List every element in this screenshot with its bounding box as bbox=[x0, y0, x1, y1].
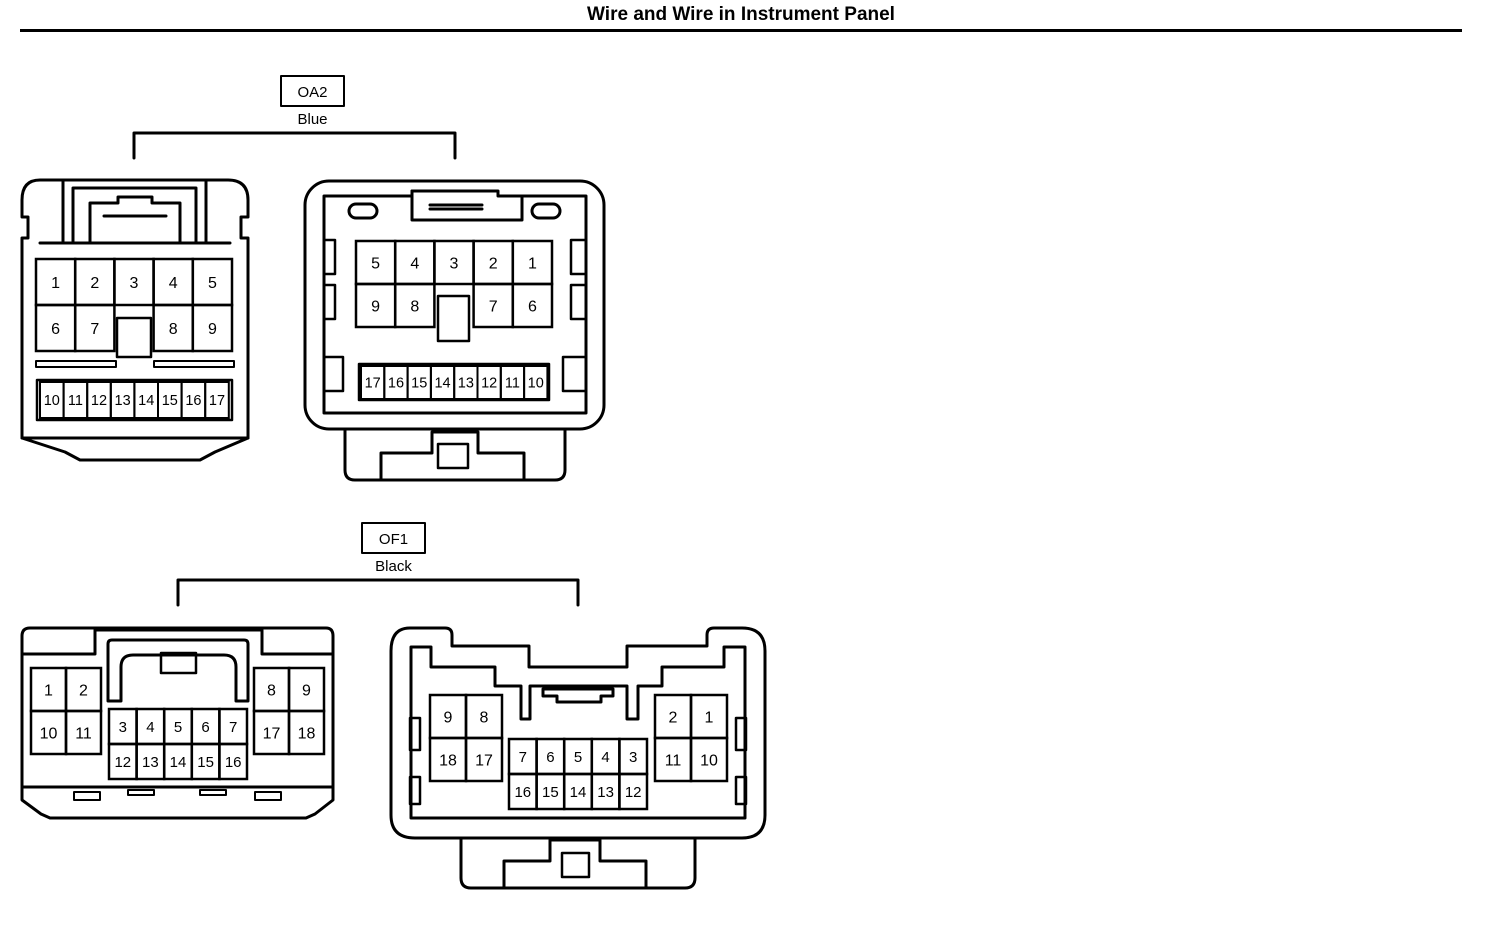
pin-number: 3 bbox=[629, 749, 637, 766]
pin-number: 1 bbox=[528, 255, 537, 272]
pin-number: 11 bbox=[75, 725, 92, 742]
connector-bracket bbox=[132, 131, 457, 160]
connector-code-box bbox=[361, 522, 426, 554]
pin-number: 3 bbox=[119, 719, 127, 736]
pin-number: 6 bbox=[201, 719, 209, 736]
pin-number: 10 bbox=[528, 376, 544, 392]
pin-number: 13 bbox=[597, 784, 614, 801]
pin-number: 7 bbox=[229, 719, 237, 736]
pin-number: 7 bbox=[489, 298, 498, 315]
pin-number: 10 bbox=[700, 752, 718, 769]
pin-number: 12 bbox=[91, 393, 107, 409]
pin-number: 6 bbox=[546, 749, 554, 766]
pin-number: 2 bbox=[90, 275, 99, 292]
pin-cell bbox=[523, 365, 549, 400]
pin-number: 17 bbox=[263, 725, 281, 742]
pin-number: 10 bbox=[40, 725, 58, 742]
pin-number: 9 bbox=[302, 682, 311, 699]
pin-number: 10 bbox=[44, 393, 60, 409]
connector-male-OF1 bbox=[20, 626, 335, 820]
pin-number: 1 bbox=[705, 709, 714, 726]
pin-number: 15 bbox=[162, 393, 178, 409]
pin-number: 8 bbox=[169, 321, 178, 338]
connector-female-OF1 bbox=[389, 626, 767, 890]
page-title: Wire and Wire in Instrument Panel bbox=[587, 4, 895, 25]
connector-bracket bbox=[176, 578, 580, 607]
connector-color: Black bbox=[375, 558, 412, 575]
pin-number: 12 bbox=[625, 784, 642, 801]
pin-cell bbox=[204, 381, 230, 419]
pin-number: 15 bbox=[411, 376, 427, 392]
pin-number: 16 bbox=[388, 376, 404, 392]
pin-number: 11 bbox=[68, 393, 83, 409]
pin-number: 16 bbox=[185, 393, 201, 409]
pin-cell bbox=[689, 736, 729, 783]
pin-number: 2 bbox=[79, 682, 88, 699]
pin-number: 14 bbox=[138, 393, 154, 409]
pin-number: 4 bbox=[169, 275, 178, 292]
connector-color: Blue bbox=[297, 111, 327, 128]
pin-number: 5 bbox=[371, 255, 380, 272]
pin-number: 14 bbox=[570, 784, 587, 801]
pin-number: 4 bbox=[410, 255, 419, 272]
pin-number: 13 bbox=[142, 754, 159, 771]
pin-cell bbox=[64, 709, 103, 756]
pin-cell bbox=[287, 709, 326, 756]
pin-number: 5 bbox=[574, 749, 582, 766]
pin-number: 3 bbox=[450, 255, 459, 272]
connector-female-OA2 bbox=[303, 179, 606, 482]
pin-cell bbox=[511, 282, 554, 329]
pin-number: 5 bbox=[174, 719, 182, 736]
pin-number: 6 bbox=[51, 321, 60, 338]
pin-number: 16 bbox=[514, 784, 531, 801]
pin-number: 12 bbox=[481, 376, 497, 392]
pin-number: 17 bbox=[475, 752, 493, 769]
pin-cell bbox=[464, 736, 504, 783]
pin-number: 17 bbox=[365, 376, 381, 392]
connector-male-OA2 bbox=[20, 178, 250, 462]
pin-cell bbox=[618, 772, 649, 811]
pin-cell bbox=[393, 282, 436, 329]
pin-number: 8 bbox=[267, 682, 276, 699]
pin-number: 13 bbox=[458, 376, 474, 392]
pin-number: 15 bbox=[542, 784, 559, 801]
pin-number: 4 bbox=[146, 719, 154, 736]
pin-number: 2 bbox=[489, 255, 498, 272]
pin-number: 9 bbox=[371, 298, 380, 315]
pin-number: 5 bbox=[208, 275, 217, 292]
pin-cells: 1234567891011121314151617101112131415161… bbox=[29, 239, 729, 811]
pin-number: 13 bbox=[115, 393, 131, 409]
pin-number: 11 bbox=[505, 376, 520, 392]
pin-number: 9 bbox=[444, 709, 453, 726]
pin-number: 4 bbox=[601, 749, 609, 766]
pin-number: 9 bbox=[208, 321, 217, 338]
pin-number: 1 bbox=[51, 275, 60, 292]
pin-number: 18 bbox=[298, 725, 316, 742]
pin-number: 12 bbox=[114, 754, 131, 771]
pin-number: 14 bbox=[434, 376, 450, 392]
pin-number: 7 bbox=[519, 749, 527, 766]
pin-number: 11 bbox=[665, 752, 682, 769]
pin-number: 8 bbox=[480, 709, 489, 726]
pin-number: 2 bbox=[669, 709, 678, 726]
pin-cell bbox=[73, 303, 116, 353]
pin-number: 6 bbox=[528, 298, 537, 315]
connector-code: OF1 bbox=[379, 531, 408, 548]
pin-number: 3 bbox=[130, 275, 139, 292]
pin-number: 7 bbox=[90, 321, 99, 338]
pin-cell bbox=[191, 303, 234, 353]
connector-code: OA2 bbox=[297, 84, 327, 101]
pin-number: 16 bbox=[225, 754, 242, 771]
title-rule bbox=[20, 29, 1462, 32]
pin-number: 17 bbox=[209, 393, 225, 409]
pin-number: 8 bbox=[410, 298, 419, 315]
pin-number: 18 bbox=[439, 752, 457, 769]
pin-number: 1 bbox=[44, 682, 53, 699]
pin-number: 14 bbox=[170, 754, 187, 771]
connector-code-box bbox=[280, 75, 345, 107]
pin-cell bbox=[218, 742, 249, 781]
pin-number: 15 bbox=[197, 754, 214, 771]
